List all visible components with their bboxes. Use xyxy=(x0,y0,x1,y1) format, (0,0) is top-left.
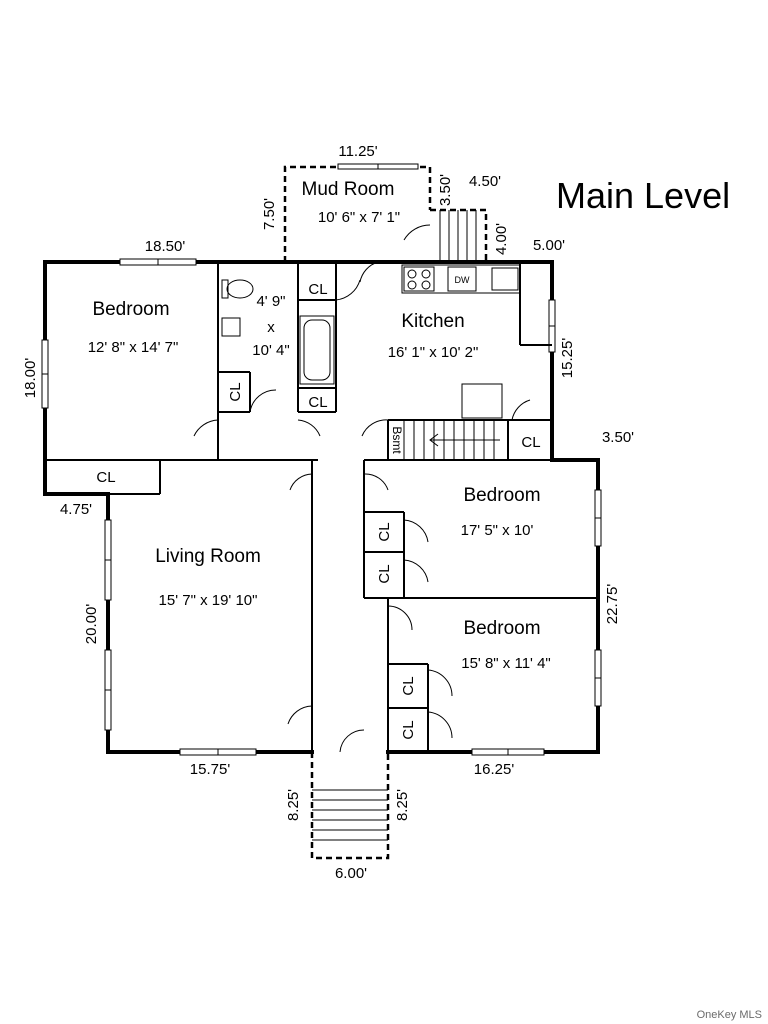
bath-size-line2: x xyxy=(267,319,275,336)
bedroom-2-size: 17' 5" x 10' xyxy=(461,522,534,539)
interior-walls xyxy=(45,262,598,752)
mud-room-size: 10' 6" x 7' 1" xyxy=(318,209,400,226)
dim-stair-left: 3.50' xyxy=(437,174,454,206)
bathroom-fixtures xyxy=(221,279,335,385)
living-room-name: Living Room xyxy=(155,546,261,567)
bedroom-2-name: Bedroom xyxy=(463,485,540,506)
closet-label: CL xyxy=(376,564,393,583)
closet-label: CL xyxy=(96,469,115,486)
dim-bedroom1-left: 18.00' xyxy=(22,358,39,399)
dim-mud-left: 7.50' xyxy=(261,198,278,230)
dim-kitchen-right: 15.25' xyxy=(559,338,576,379)
dim-kitchen-step: 5.00' xyxy=(533,237,565,254)
dim-left-step: 4.75' xyxy=(60,501,92,518)
closet-label: CL xyxy=(521,434,540,451)
doors xyxy=(193,261,531,753)
dim-porch-left: 8.25' xyxy=(285,789,302,821)
basement-label: Bsmt xyxy=(390,426,404,454)
dim-bottom-left: 15.75' xyxy=(190,761,231,778)
dim-living-left: 20.00' xyxy=(83,604,100,645)
closet-label: CL xyxy=(308,394,327,411)
exterior-stair xyxy=(403,208,488,262)
dim-porch-right: 8.25' xyxy=(394,789,411,821)
dim-stair-top: 4.50' xyxy=(469,173,501,190)
kitchen-counter xyxy=(401,264,521,419)
bedroom-3-size: 15' 8" x 11' 4" xyxy=(461,655,551,672)
closet-label: CL xyxy=(376,522,393,541)
dim-bedroom1-top: 18.50' xyxy=(145,238,186,255)
mud-room-windows xyxy=(337,163,419,170)
bath-size-line1: 4' 9" xyxy=(256,293,285,310)
bedroom-1-name: Bedroom xyxy=(92,299,169,320)
basement-stair xyxy=(403,420,500,460)
bath-size-line3: 10' 4" xyxy=(252,342,289,359)
plan-title: Main Level xyxy=(556,175,730,216)
closet-label: CL xyxy=(400,676,417,695)
closet-label: CL xyxy=(308,281,327,298)
kitchen-size: 16' 1" x 10' 2" xyxy=(388,344,479,361)
kitchen-name: Kitchen xyxy=(401,311,464,332)
dim-mud-top: 11.25' xyxy=(338,143,377,160)
bedroom-3-name: Bedroom xyxy=(463,618,540,639)
dim-bottom-right: 16.25' xyxy=(474,761,515,778)
dim-porch-bottom: 6.00' xyxy=(335,865,367,882)
closet-label: CL xyxy=(227,382,244,401)
watermark: OneKey MLS xyxy=(697,1009,762,1021)
dishwasher-label: DW xyxy=(455,275,470,285)
closet-label: CL xyxy=(400,720,417,739)
bedroom-1-size: 12' 8" x 14' 7" xyxy=(88,339,179,356)
exterior-walls xyxy=(43,260,600,754)
living-room-size: 15' 7" x 19' 10" xyxy=(159,592,258,609)
mud-room-outline xyxy=(283,165,432,262)
mud-room-name: Mud Room xyxy=(302,179,395,200)
dim-right-side: 22.75' xyxy=(604,584,621,625)
exterior-windows xyxy=(41,258,602,756)
dim-stair-right: 4.00' xyxy=(493,223,510,255)
front-porch xyxy=(310,752,390,860)
kitchen-island xyxy=(461,383,503,419)
dim-right-step: 3.50' xyxy=(602,429,634,446)
